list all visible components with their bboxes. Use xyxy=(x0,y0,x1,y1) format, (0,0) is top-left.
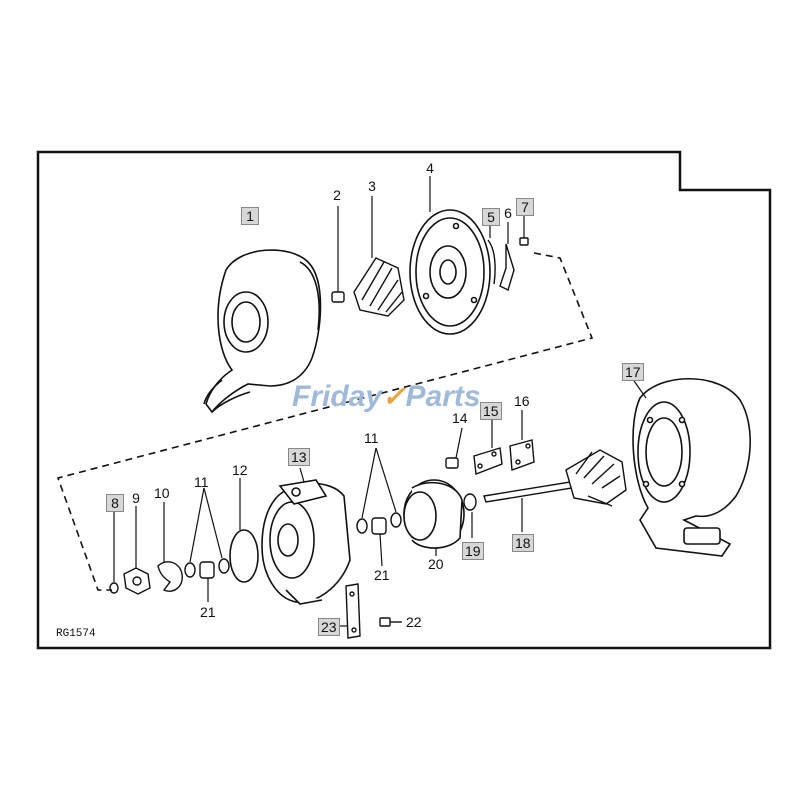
callout-4: 4 xyxy=(426,160,434,176)
callout-14: 14 xyxy=(452,410,468,426)
nut-part xyxy=(331,206,345,303)
callout-9: 9 xyxy=(132,490,140,506)
callout-21-right: 21 xyxy=(374,567,390,583)
callout-1: 1 xyxy=(241,207,259,225)
watermark-logo: Friday✓Parts xyxy=(292,380,481,414)
callout-11-left: 11 xyxy=(194,474,209,490)
callout-6: 6 xyxy=(504,205,512,221)
callout-22: 22 xyxy=(406,614,422,630)
center-housing xyxy=(261,467,351,605)
lock-plate-lower xyxy=(340,583,361,639)
shaft-nut xyxy=(123,506,151,595)
piston-ring xyxy=(463,493,477,538)
backplate xyxy=(409,176,491,335)
turbine-housing xyxy=(631,377,751,557)
callout-17: 17 xyxy=(622,363,644,381)
check-mark-icon: ✓ xyxy=(382,381,406,412)
assembly-dashed-line xyxy=(56,252,594,591)
callout-19: 19 xyxy=(462,542,484,560)
thrust-collar xyxy=(157,502,183,592)
callout-10: 10 xyxy=(154,485,170,501)
callout-12: 12 xyxy=(232,462,248,478)
o-ring xyxy=(229,478,259,583)
reference-code: RG1574 xyxy=(56,628,96,640)
callout-3: 3 xyxy=(368,178,376,194)
bearing-rings-left xyxy=(184,487,230,602)
callout-13: 13 xyxy=(288,448,310,466)
watermark-text-left: Friday xyxy=(292,380,383,413)
turbine-shaft-wheel xyxy=(483,449,627,532)
callout-11-right: 11 xyxy=(364,430,379,446)
snap-ring xyxy=(109,512,119,594)
callout-15: 15 xyxy=(480,402,502,420)
bolt-and-clamps xyxy=(445,410,535,475)
callout-23: 23 xyxy=(318,618,340,636)
heat-shield xyxy=(403,479,465,556)
callout-8: 8 xyxy=(106,494,124,512)
diagram-frame xyxy=(36,150,772,650)
bearing-rings-right xyxy=(356,447,402,567)
callout-18: 18 xyxy=(512,534,534,552)
watermark-text-right: Parts xyxy=(405,380,481,413)
callout-2: 2 xyxy=(333,187,341,203)
compressor-wheel xyxy=(353,196,405,317)
callout-20: 20 xyxy=(428,556,444,572)
callout-7: 7 xyxy=(516,198,534,216)
compressor-housing xyxy=(203,249,322,414)
callout-21-left: 21 xyxy=(200,604,216,620)
lock-plates-and-bolt xyxy=(487,216,529,291)
callout-16: 16 xyxy=(514,393,530,409)
small-bolt xyxy=(379,617,402,627)
callout-5: 5 xyxy=(482,208,500,226)
